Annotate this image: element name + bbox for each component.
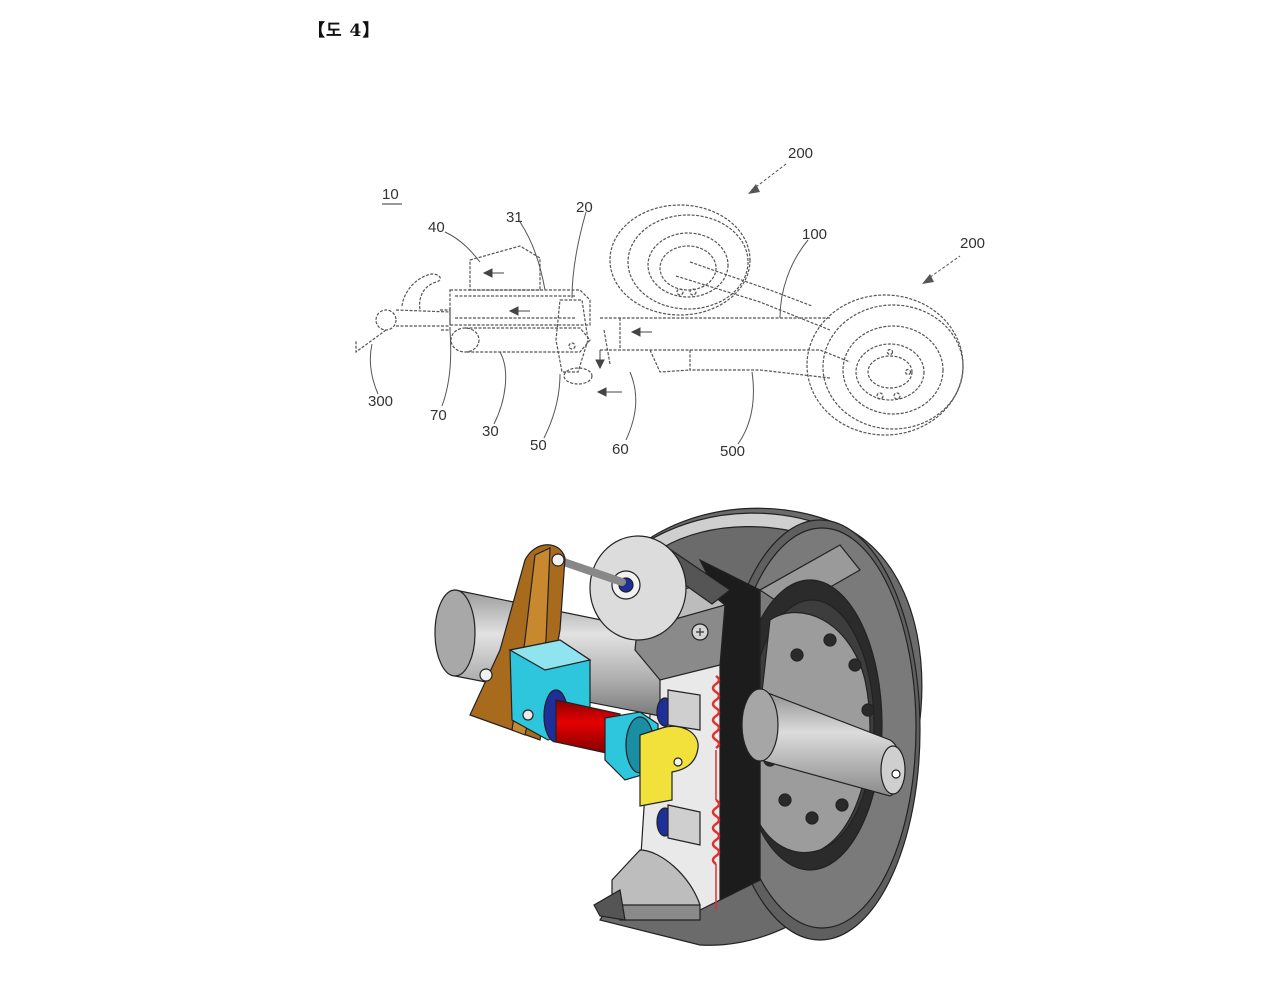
cam-housing — [589, 535, 687, 641]
actuator-body — [440, 245, 591, 353]
ref-40: 40 — [428, 219, 445, 236]
ref-300: 300 — [368, 393, 393, 410]
rear-wheel-upper — [609, 204, 751, 316]
ref-60: 60 — [612, 441, 629, 458]
figure-title: 【도 4】 — [308, 21, 381, 41]
ref-70: 70 — [430, 407, 447, 424]
ref-50: 50 — [530, 437, 547, 454]
lower-shoe-segment — [593, 849, 701, 921]
linkage — [555, 299, 611, 385]
ref-100: 100 — [802, 226, 827, 243]
axle-spindle — [741, 688, 906, 797]
ref-200-lower: 200 — [960, 235, 985, 252]
hitch-coupler — [355, 273, 451, 354]
ref-30: 30 — [482, 423, 499, 440]
brake-shoes — [667, 689, 701, 846]
ref-200-upper: 200 — [788, 145, 813, 162]
leader-lines — [369, 163, 961, 445]
main-beam — [600, 317, 851, 379]
axle-arm — [675, 261, 830, 319]
ref-10: 10 — [382, 186, 399, 203]
return-springs — [711, 674, 721, 910]
ref-31: 31 — [506, 209, 523, 226]
assembly-line-drawing — [355, 204, 964, 436]
ref-20: 20 — [576, 199, 593, 216]
reference-numerals: 10 20 31 40 200 100 200 300 70 30 50 60 … — [368, 145, 985, 460]
front-wheel-lower — [806, 294, 964, 436]
push-rod — [554, 556, 626, 586]
brake-cutaway-illustration — [434, 507, 923, 946]
leader-arrowheads — [748, 184, 934, 284]
ref-500: 500 — [720, 443, 745, 460]
motion-arrows — [482, 268, 652, 397]
